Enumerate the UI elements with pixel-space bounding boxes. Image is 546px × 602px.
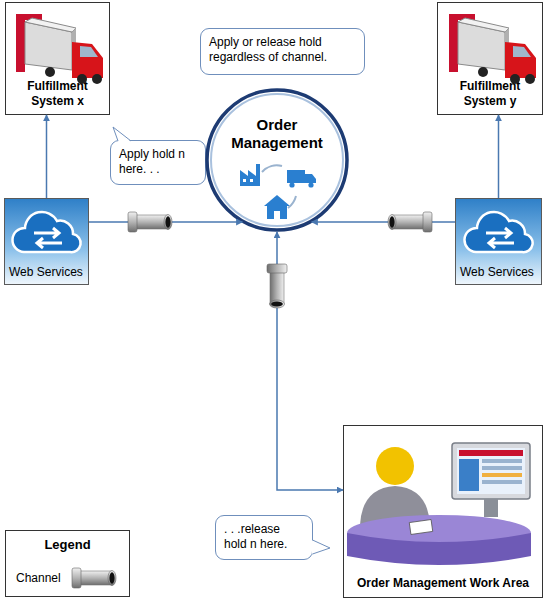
node-text: Apply hold n here. . . — [119, 147, 197, 177]
node-text: Order Management Work Area — [348, 576, 538, 591]
node-text: Order Management — [227, 116, 327, 152]
callout-box: Apply hold n here. . . — [110, 140, 206, 185]
channel-pipe — [388, 212, 432, 232]
web-services-box: Web Services — [4, 198, 89, 285]
circle-inner — [211, 94, 343, 226]
callout-tail — [312, 540, 330, 554]
channel-pipe — [72, 568, 116, 588]
node-text: Web Services — [460, 265, 539, 279]
circle-outline — [205, 88, 349, 232]
system-box: Fulfillment System y — [437, 2, 543, 115]
channel-connector — [277, 232, 343, 490]
flow-arc — [262, 165, 282, 172]
node-text: Fulfillment System x — [14, 79, 101, 109]
node-text: Apply or release hold regardless of chan… — [209, 35, 356, 65]
flow-arc — [288, 196, 296, 208]
truck-icon — [449, 14, 536, 84]
legend-text: Channel — [16, 571, 61, 585]
hub-circle: Order Management — [205, 88, 349, 232]
note-box: Apply or release hold regardless of chan… — [200, 28, 365, 75]
callout-tail — [113, 127, 131, 142]
delivery-truck-icon — [287, 170, 316, 188]
node-text: . . .release hold n here. — [224, 522, 304, 552]
web-services-box: Web Services — [455, 198, 542, 285]
circle-outer — [207, 90, 347, 230]
cloud-icon — [464, 212, 532, 252]
house-icon — [264, 195, 290, 219]
channel-connector — [312, 221, 455, 223]
system-box: Fulfillment System x — [5, 2, 110, 115]
channel-connector — [498, 115, 500, 198]
legend-title: Legend — [6, 537, 129, 552]
node-text: Fulfillment System y — [446, 79, 534, 109]
node-text: Web Services — [9, 265, 86, 279]
factory-icon — [240, 164, 260, 186]
channel-pipe — [267, 264, 287, 308]
work-area-box: Order Management Work Area — [343, 425, 543, 598]
legend-box: Legend Channel — [5, 530, 130, 597]
callout-box: . . .release hold n here. — [215, 515, 313, 560]
person-at-desk-illustration — [347, 443, 531, 565]
channel-connector — [46, 115, 48, 198]
cloud-icon — [12, 212, 80, 252]
channel-connector — [89, 221, 242, 223]
channel-pipe — [128, 212, 172, 232]
truck-icon — [16, 14, 103, 84]
